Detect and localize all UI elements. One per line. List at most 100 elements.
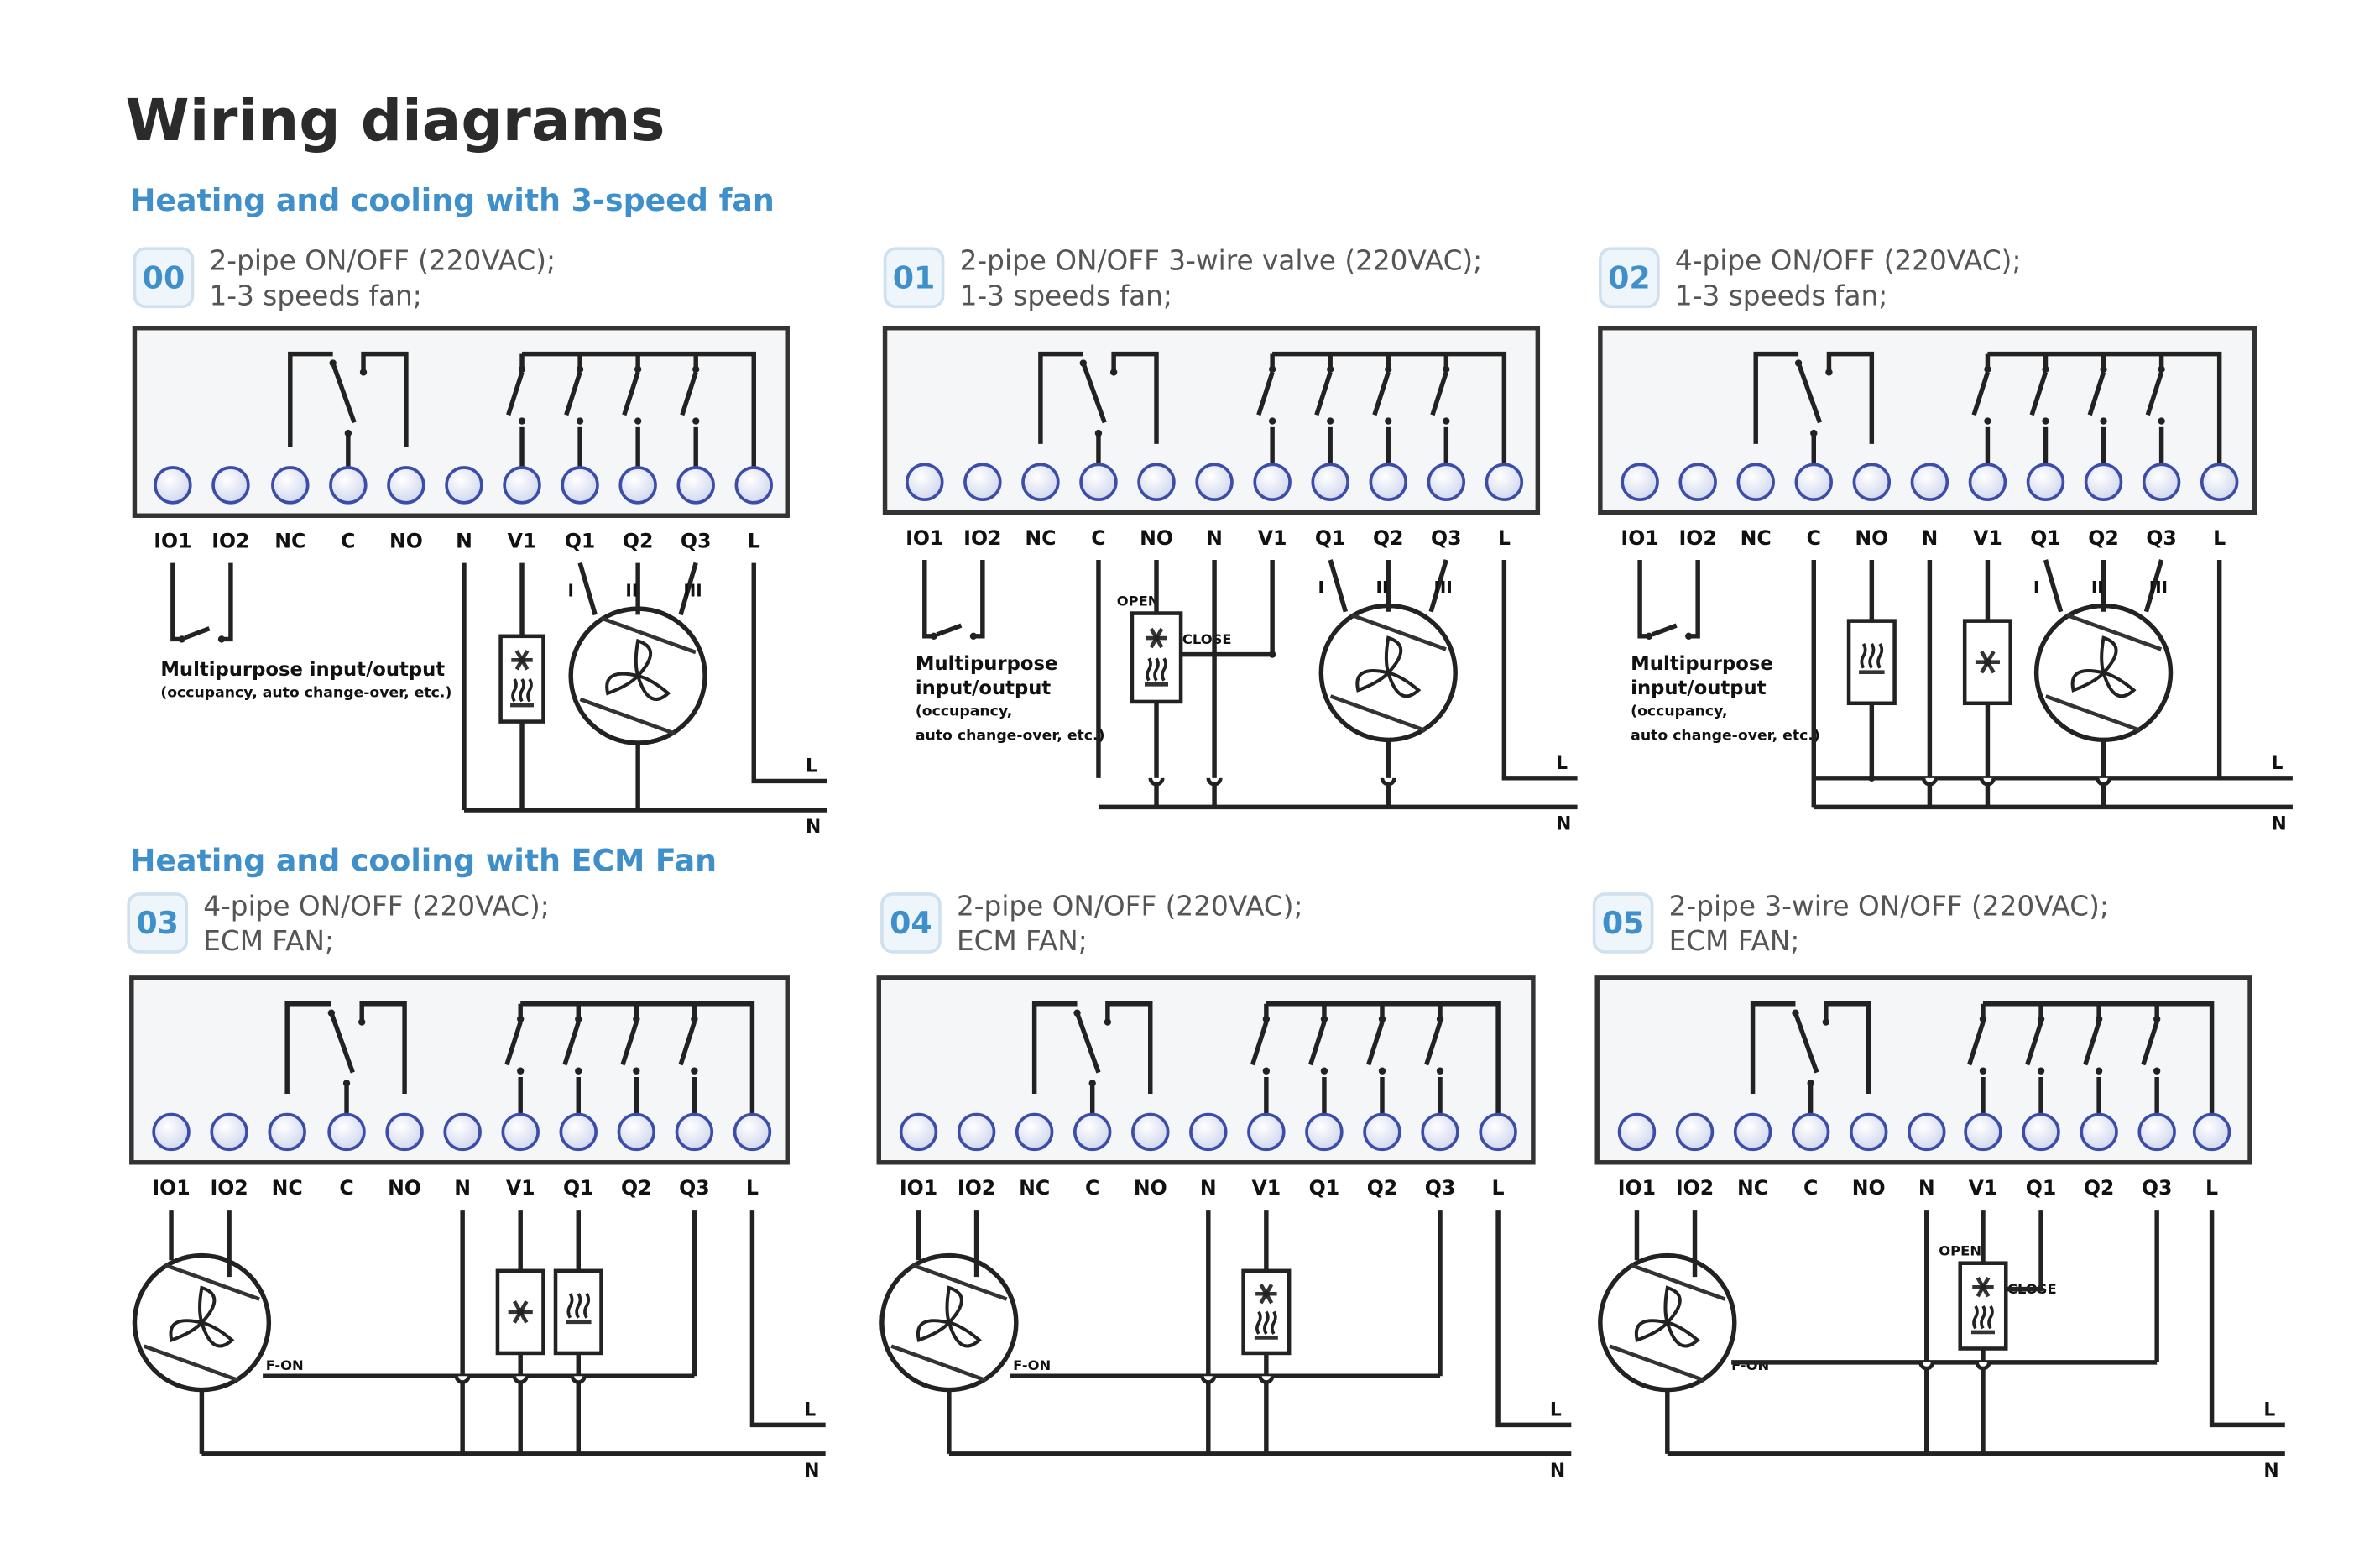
terminal-label-c: C	[1803, 1176, 1818, 1200]
terminal-label-no: NO	[389, 529, 423, 552]
terminal-screw-c	[1794, 463, 1833, 501]
diagram-number: 04	[890, 905, 932, 941]
section-title-ecm-fan: Heating and cooling with ECM Fan	[130, 843, 717, 879]
diagram-description-line1: 2-pipe ON/OFF (220VAC);	[957, 890, 1303, 922]
terminal-screw-nc	[1015, 1112, 1054, 1152]
terminal-screw-c	[1073, 1112, 1112, 1152]
valve-actuator-3-wire	[1130, 611, 1183, 704]
terminal-screw-v1	[503, 466, 541, 505]
fan-speed-label: I	[1318, 578, 1324, 598]
terminal-label-n: N	[454, 1176, 471, 1200]
terminal-label-io1: IO1	[900, 1176, 937, 1200]
terminal-screw-io1	[152, 1112, 191, 1152]
diagram-description-line1: 4-pipe ON/OFF (220VAC);	[203, 890, 550, 922]
diagram-description-line1: 2-pipe 3-wire ON/OFF (220VAC);	[1669, 890, 2109, 922]
diagram-number-badge	[127, 892, 189, 954]
valve-actuator-3-wire	[1958, 1261, 2008, 1351]
terminal-label-no: NO	[388, 1176, 421, 1200]
terminal-screw-v1	[1253, 463, 1292, 501]
terminal-label-io2: IO2	[963, 526, 1001, 550]
terminal-screw-io1	[906, 463, 944, 501]
page-title: Wiring diagrams	[126, 87, 665, 154]
fan-on-label: F-ON	[1731, 1357, 1769, 1373]
terminal-label-q1: Q1	[565, 529, 596, 552]
terminal-label-nc: NC	[1025, 526, 1056, 550]
terminal-screw-q2	[1369, 463, 1407, 501]
terminal-label-c: C	[1807, 526, 1821, 550]
terminal-screw-nc	[1736, 463, 1775, 501]
terminal-label-q3: Q3	[679, 1176, 710, 1200]
terminal-screw-q3	[2142, 463, 2181, 501]
fan-speed-label: II	[1376, 578, 1389, 598]
terminal-screw-n	[445, 466, 483, 505]
terminal-label-q1: Q1	[2026, 1176, 2057, 1200]
terminal-label-n: N	[1918, 1176, 1935, 1200]
terminal-screw-l	[734, 466, 773, 505]
terminal-screw-q3	[676, 466, 715, 505]
diagram-number-badge	[883, 247, 945, 309]
terminal-label-no: NO	[1855, 526, 1888, 550]
terminal-screw-no	[1131, 1112, 1170, 1152]
terminal-label-nc: NC	[1019, 1176, 1050, 1200]
terminal-screw-q1	[561, 466, 599, 505]
diagram-number-badge	[880, 892, 942, 954]
terminal-screw-q2	[1363, 1112, 1401, 1152]
terminal-label-io2: IO2	[210, 1176, 248, 1200]
fan-speed-label: I	[567, 581, 573, 601]
terminal-screw-c	[329, 466, 368, 505]
line-l-label: L	[804, 1399, 816, 1420]
terminal-label-l: L	[746, 1176, 759, 1200]
line-l-label: L	[2271, 753, 2283, 774]
neutral-n-label: N	[804, 1461, 819, 1482]
terminal-screw-l	[2200, 463, 2239, 501]
diagram-number: 02	[1608, 259, 1651, 295]
terminal-screw-q2	[2084, 463, 2123, 501]
terminal-screw-q2	[617, 1112, 656, 1152]
terminal-label-io1: IO1	[906, 526, 943, 550]
line-l-label: L	[2263, 1399, 2275, 1420]
valve-actuator-heating	[553, 1268, 603, 1356]
valve-actuator-heating	[1846, 619, 1897, 706]
terminal-screw-n	[1189, 1112, 1228, 1152]
terminal-screw-c	[1791, 1112, 1830, 1152]
diagram-number-badge	[1599, 247, 1660, 309]
neutral-n-label: N	[1550, 1461, 1565, 1482]
terminal-screw-q2	[2080, 1112, 2118, 1152]
fan-speed-label: III	[683, 581, 702, 601]
diagram-number-badge	[133, 247, 195, 309]
diagram-description-line1: 2-pipe ON/OFF 3-wire valve (220VAC);	[960, 245, 1483, 277]
multipurpose-title-line2: input/output	[916, 677, 1052, 699]
multipurpose-title: Multipurpose input/output	[160, 659, 445, 681]
diagram-description-line2: 1-3 speeds fan;	[1675, 280, 1887, 311]
multipurpose-subtitle-line1: (occupancy,	[1631, 703, 1727, 719]
diagram-description-line2: ECM FAN;	[203, 925, 334, 957]
fan-speed-label: II	[2091, 578, 2104, 598]
fan-on-label: F-ON	[266, 1357, 304, 1373]
terminal-label-q2: Q2	[1367, 1176, 1398, 1200]
terminal-screw-no	[387, 466, 425, 505]
line-l-label: L	[806, 756, 817, 777]
fan-speed-label: III	[1434, 578, 1453, 598]
terminal-screw-l	[733, 1112, 772, 1152]
multipurpose-title-line1: Multipurpose	[1631, 653, 1773, 675]
terminal-screw-nc	[268, 1112, 306, 1152]
terminal-screw-q1	[1305, 1112, 1344, 1152]
terminal-screw-l	[1479, 1112, 1517, 1152]
terminal-label-l: L	[1498, 526, 1511, 550]
terminal-label-q3: Q3	[1425, 1176, 1456, 1200]
terminal-screw-n	[1910, 463, 1949, 501]
terminal-label-q2: Q2	[623, 529, 654, 552]
terminal-screw-n	[443, 1112, 482, 1152]
valve-open-label: OPEN	[1939, 1243, 1981, 1259]
diagram-number-badge	[1592, 892, 1654, 954]
diagram-description-line2: 1-3 speeds fan;	[209, 280, 421, 311]
terminal-label-q2: Q2	[1373, 526, 1404, 550]
terminal-screw-q1	[2026, 463, 2065, 501]
terminal-label-v1: V1	[506, 1176, 535, 1200]
terminal-label-l: L	[2213, 526, 2226, 550]
line-l-label: L	[1550, 1399, 1562, 1420]
terminal-screw-no	[1137, 463, 1176, 501]
